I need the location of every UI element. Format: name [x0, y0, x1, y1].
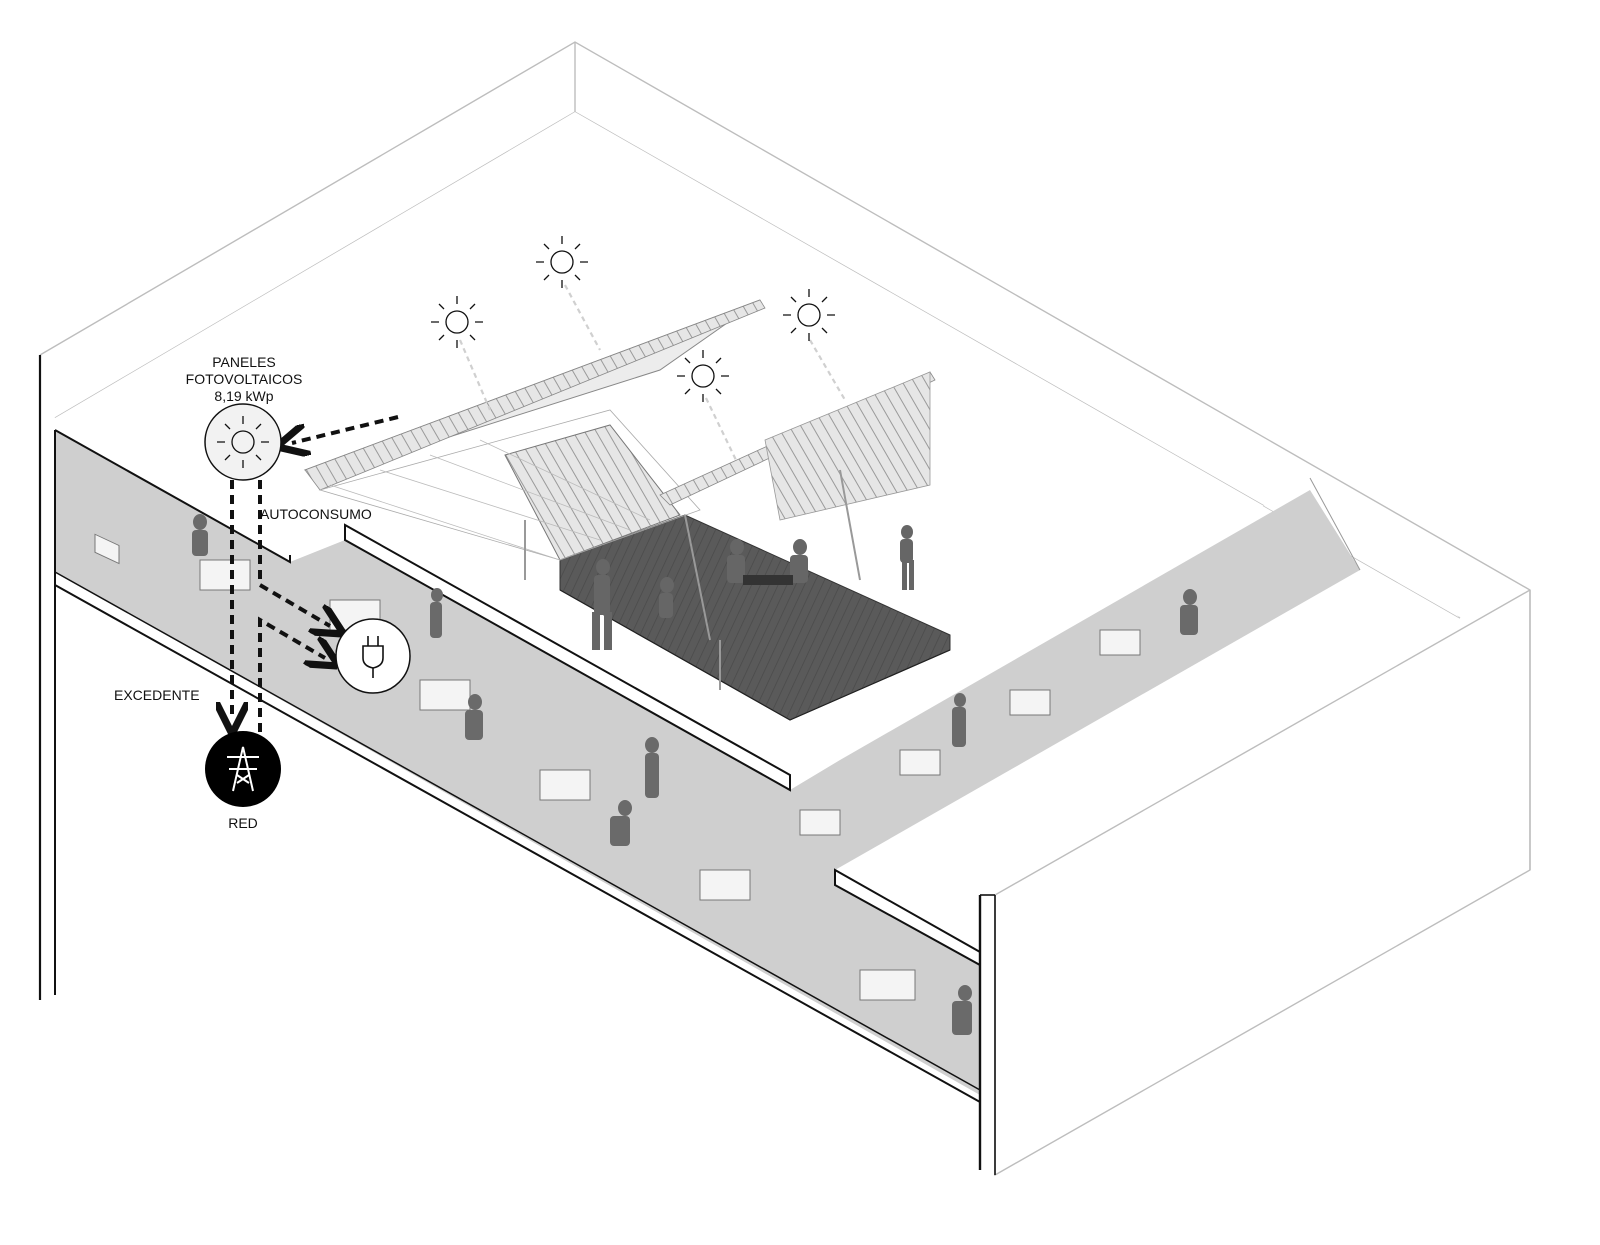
sun-icon — [217, 416, 269, 468]
panels-label-line3: 8,19 kWp — [214, 388, 273, 404]
roof-terrace — [55, 112, 1460, 760]
sun-3-icon — [677, 350, 729, 402]
energy-flow-arrows — [232, 415, 399, 732]
pv-panels-badge — [204, 403, 282, 481]
sun-1-icon — [431, 296, 483, 348]
panels-label-line2: FOTOVOLTAICOS — [186, 371, 303, 387]
excedente-label: EXCEDENTE — [114, 687, 200, 703]
plug-icon — [362, 636, 384, 678]
solar-pergola — [303, 299, 951, 721]
power-tower-icon — [227, 746, 259, 792]
sun-rays — [458, 284, 846, 461]
office-people — [192, 514, 1198, 1035]
panels-label-line1: PANELES — [212, 354, 276, 370]
autoconsumo-label: AUTOCONSUMO — [260, 506, 372, 522]
sun-4-icon — [783, 289, 835, 341]
grid-badge — [205, 731, 281, 807]
office-furniture — [94, 533, 1141, 1001]
sun-2-icon — [536, 236, 588, 288]
plug-badge — [335, 618, 411, 694]
office-floor — [38, 355, 1361, 1175]
red-label: RED — [228, 815, 258, 831]
deck-people — [592, 525, 914, 650]
